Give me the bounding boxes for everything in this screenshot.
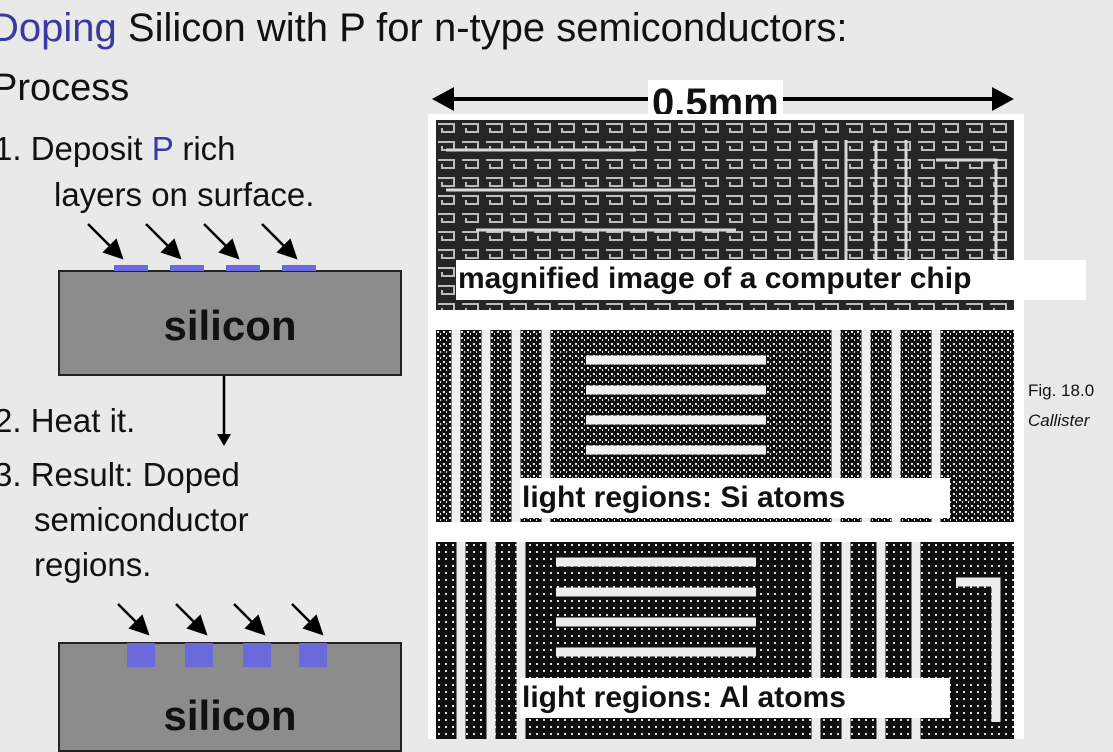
step-1-line-2: layers on surface.: [54, 172, 314, 217]
doped-region: [127, 643, 155, 667]
dopant-layer: [226, 265, 260, 271]
step-2: 2. Heat it.: [0, 398, 135, 443]
silicon-label-bottom: silicon: [60, 692, 400, 740]
down-arrow-icon: [214, 376, 234, 448]
arrow-icon: [204, 224, 236, 256]
silicon-label-top: silicon: [60, 302, 400, 350]
title-accent-word: Doping: [0, 6, 117, 50]
arrow-icon: [292, 604, 320, 632]
caption-al: light regions: Al atoms: [520, 678, 950, 718]
doped-region: [299, 643, 327, 667]
step-1-accent: P: [152, 130, 173, 167]
step-1-suffix: rich: [182, 130, 235, 167]
arrow-icon: [88, 224, 120, 256]
arrow-icon: [146, 224, 178, 256]
arrow-icon: [234, 604, 262, 632]
deposition-arrows-bottom: [110, 598, 350, 644]
arrow-icon: [262, 224, 294, 256]
silicon-block-bottom: silicon: [58, 642, 402, 752]
step-3-line-1: 3. Result: Doped: [0, 452, 240, 497]
caption-chip: magnified image of a computer chip: [456, 260, 1086, 300]
caption-si: light regions: Si atoms: [520, 478, 950, 518]
doped-region: [243, 643, 271, 667]
silicon-block-top: silicon: [58, 270, 402, 376]
arrow-icon: [176, 604, 204, 632]
deposition-arrows-top: [80, 218, 320, 268]
step-1-line-1: 1. Deposit P rich: [0, 126, 236, 171]
step-1-prefix: 1. Deposit: [0, 130, 143, 167]
figure-number: Fig. 18.0: [1028, 380, 1094, 402]
figure-source: Callister: [1028, 410, 1089, 432]
process-heading: Process: [0, 68, 129, 110]
arrow-icon: [118, 604, 146, 632]
doped-region: [185, 643, 213, 667]
dopant-layer: [282, 265, 316, 271]
dopant-layer: [114, 265, 148, 271]
title-rest: Silicon with P for n-type semiconductors…: [128, 6, 848, 50]
dopant-layer: [170, 265, 204, 271]
step-3-line-3: regions.: [34, 542, 151, 587]
step-3-line-2: semiconductor: [34, 497, 249, 542]
slide-title: Doping Silicon with P for n-type semicon…: [0, 6, 847, 50]
